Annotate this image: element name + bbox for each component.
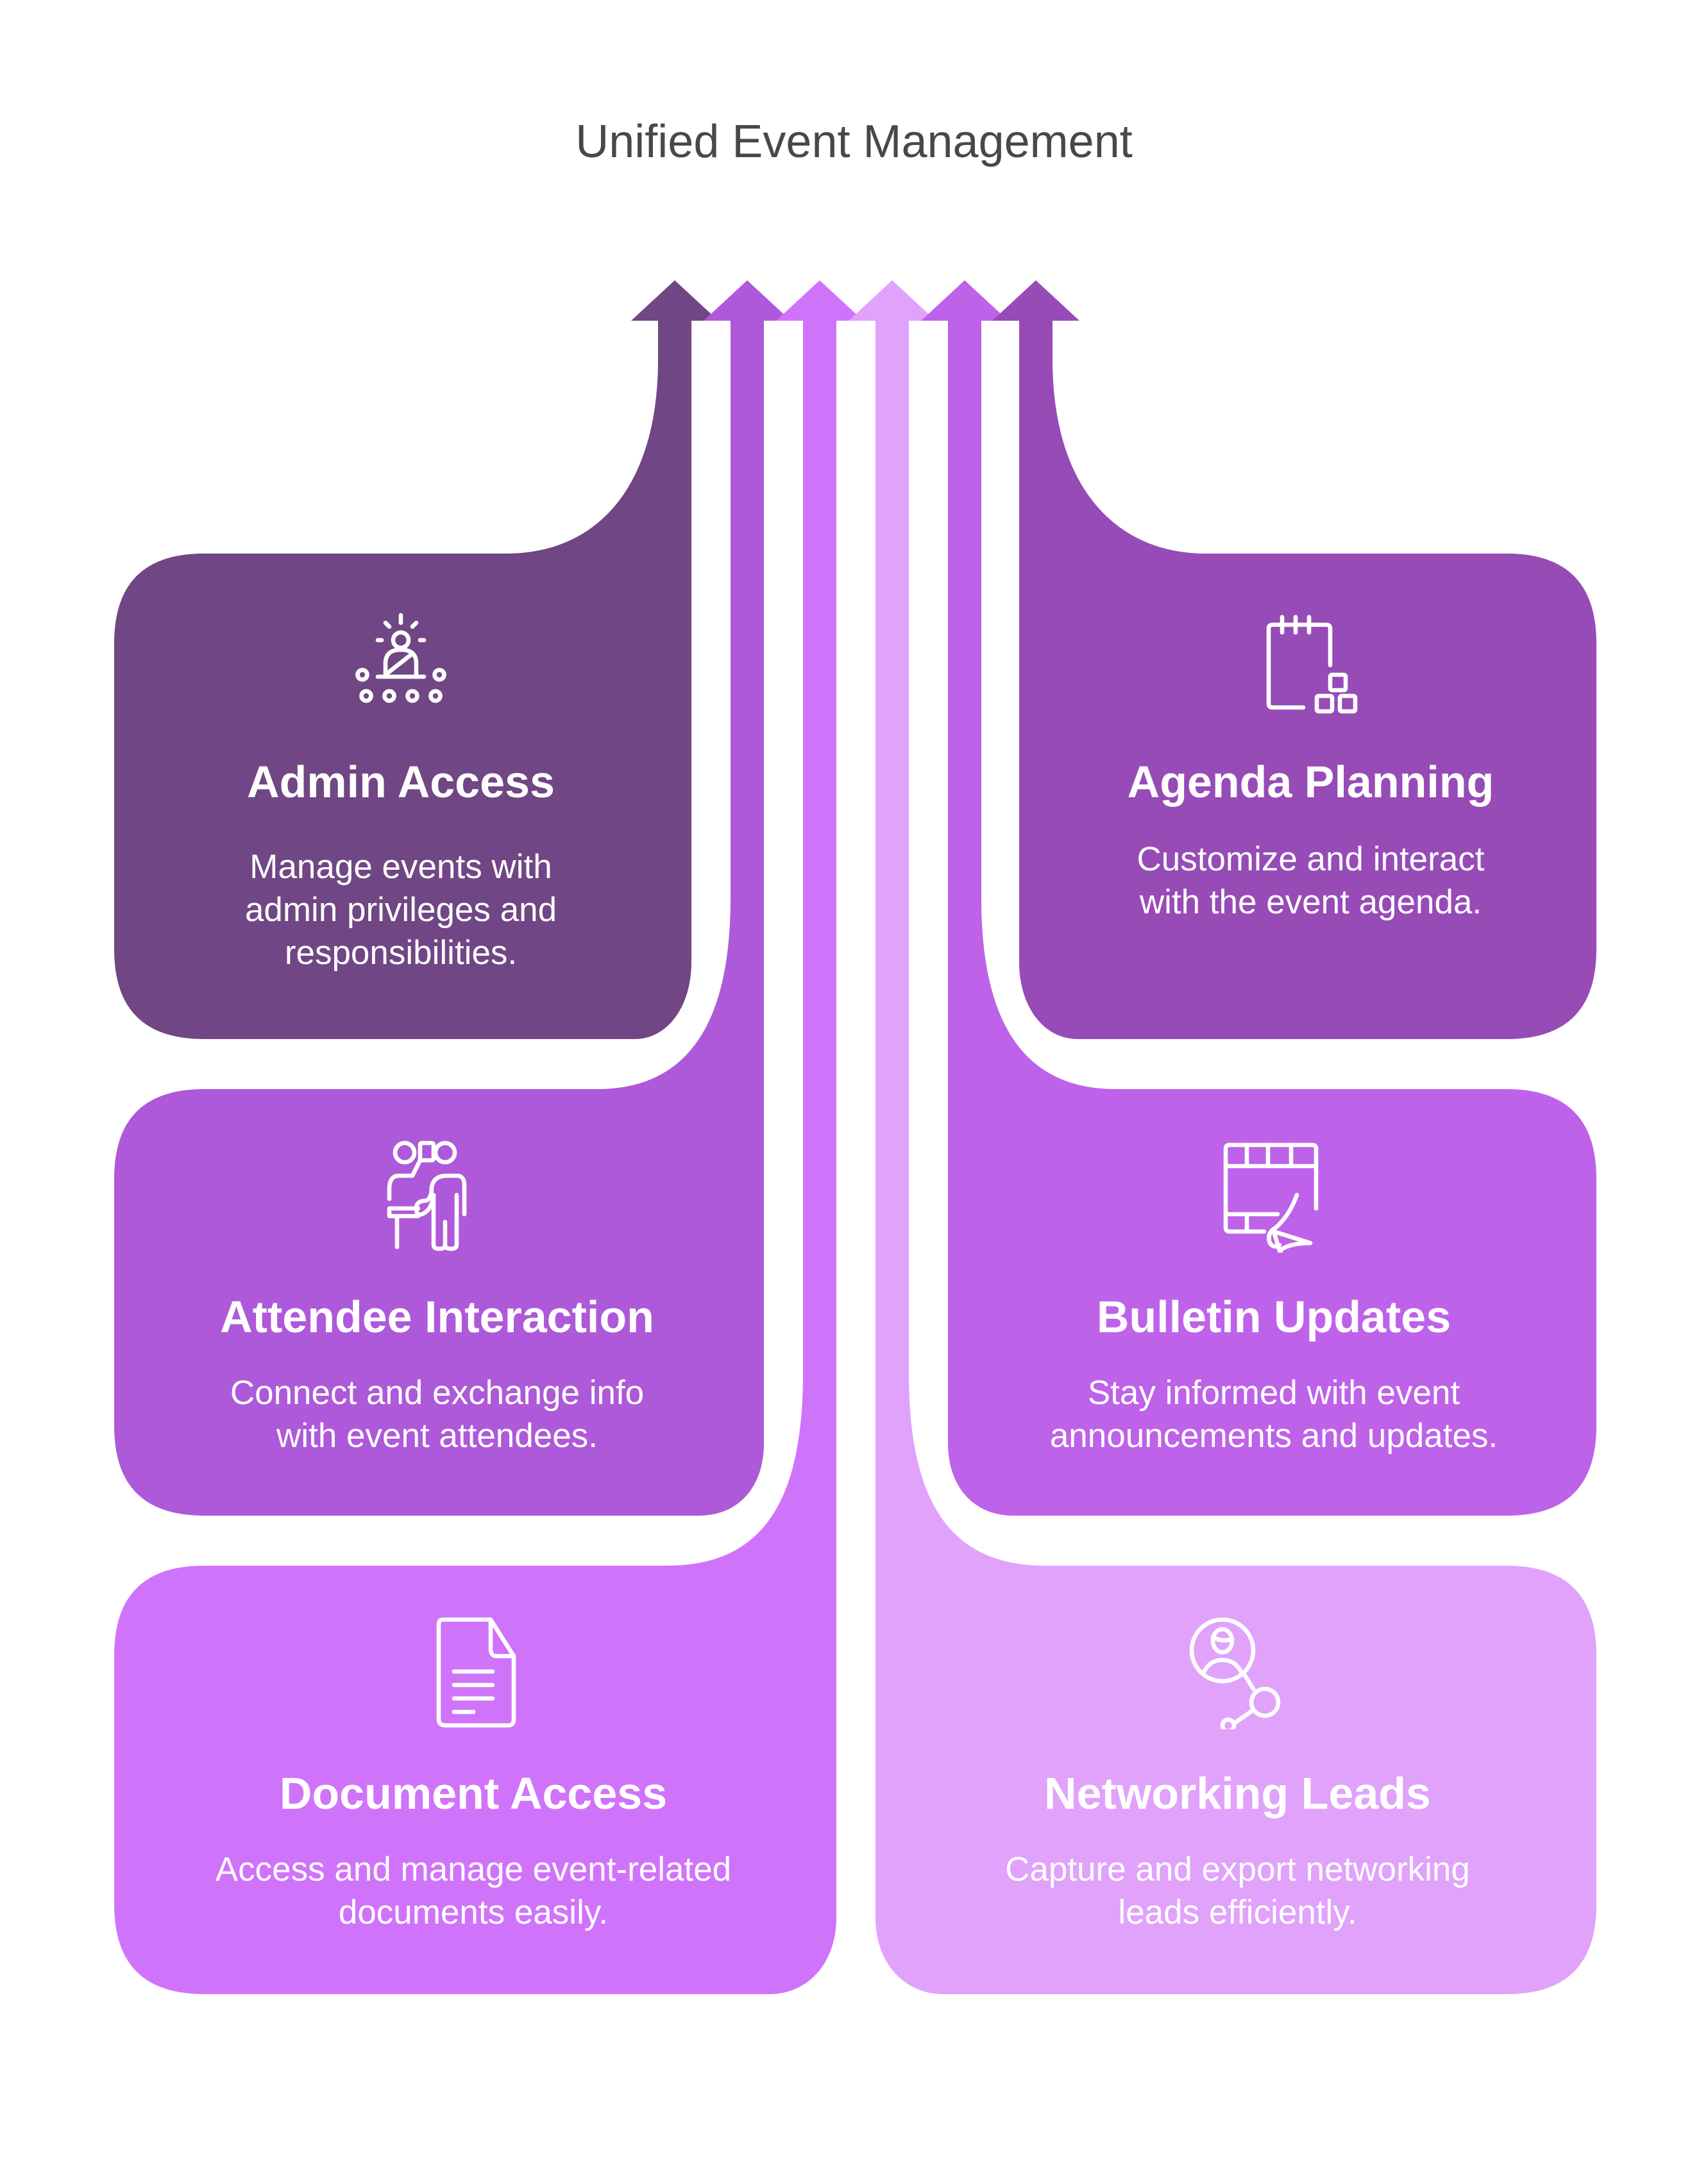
card-agenda: Agenda Planning Customize and interact w… (1025, 554, 1596, 1039)
document-shape (114, 280, 863, 1994)
card-description: Stay informed with event announcements a… (1049, 1374, 1498, 1455)
bulletin-megaphone-icon (1216, 1137, 1332, 1261)
attendee-shape (114, 280, 791, 1516)
card-description: Capture and export networking leads effi… (1005, 1850, 1470, 1931)
diagram-title: Unified Event Management (575, 116, 1133, 167)
card-description: Customize and interact with the event ag… (1137, 840, 1485, 921)
document-icon (416, 1614, 531, 1732)
card-heading: Networking Leads (1044, 1768, 1431, 1818)
card-heading: Attendee Interaction (220, 1292, 654, 1342)
card-heading: Admin Access (247, 757, 555, 807)
bulletin-shape (921, 280, 1596, 1516)
card-description: Connect and exchange info with event att… (230, 1374, 645, 1455)
calendar-blocks-icon (1253, 611, 1369, 730)
card-attendee: Attendee Interaction Connect and exchang… (114, 1089, 760, 1516)
card-admin: Admin Access Manage events with admin pr… (114, 554, 688, 1039)
card-heading: Agenda Planning (1127, 757, 1494, 807)
network-profile-icon (1180, 1614, 1296, 1734)
agenda-shape (992, 280, 1596, 1039)
card-heading: Bulletin Updates (1096, 1292, 1451, 1342)
networking-shape (849, 280, 1596, 1994)
card-description: Access and manage event-related document… (215, 1850, 732, 1931)
people-interaction-icon (380, 1137, 495, 1256)
card-document: Document Access Access and manage event-… (114, 1566, 833, 1994)
card-bulletin: Bulletin Updates Stay informed with even… (951, 1089, 1596, 1516)
card-heading: Document Access (279, 1768, 668, 1818)
card-description: Manage events with admin privileges and … (244, 848, 557, 972)
presenter-audience-icon (343, 611, 459, 730)
card-networking: Networking Leads Capture and export netw… (879, 1566, 1596, 1994)
